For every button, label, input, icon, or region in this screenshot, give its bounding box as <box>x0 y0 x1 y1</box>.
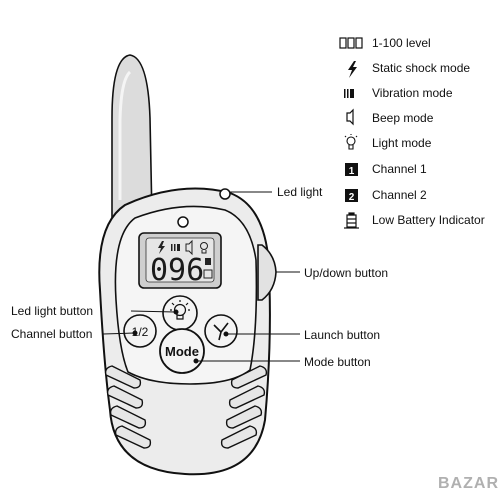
legend-label-vibration: Vibration mode <box>372 86 453 100</box>
channel-1-icon <box>345 163 358 176</box>
callout-led-light-button: Led light button <box>11 304 93 318</box>
callout-updown-button: Up/down button <box>304 266 388 280</box>
lcd-lightning-icon <box>158 241 165 254</box>
mode-button-label: Mode <box>165 344 199 359</box>
lightning-icon <box>348 61 357 78</box>
battery-icon <box>344 212 359 229</box>
beep-icon <box>346 108 354 126</box>
legend-label-battery: Low Battery Indicator <box>372 213 485 227</box>
legend-label-static: Static shock mode <box>372 61 470 75</box>
channel-2-badge: 2 <box>349 192 355 203</box>
callout-lines <box>102 191 300 364</box>
lcd-channel-indicator <box>205 258 211 265</box>
mode-button[interactable] <box>159 328 205 374</box>
grip-ridges-right <box>220 365 268 449</box>
legend-label-level: 1-100 level <box>372 36 431 50</box>
lcd-vibration-icon <box>171 244 180 251</box>
led-light <box>219 188 231 200</box>
watermark: BAZAR <box>438 475 499 492</box>
callout-channel-button: Channel button <box>11 327 92 341</box>
callout-led-light: Led light <box>277 185 323 199</box>
lcd-level-value: 096 <box>150 253 204 288</box>
callout-mode-button: Mode button <box>304 355 371 369</box>
grip-ridges-left <box>104 365 152 449</box>
lcd-beep-icon <box>185 239 193 256</box>
channel-button-label: 1/2 <box>132 325 149 339</box>
legend: 1 2 1-100 level Static shock mode Vibrat… <box>339 36 485 229</box>
level-digits-icon <box>339 37 363 49</box>
channel-button[interactable] <box>123 314 157 348</box>
legend-label-channel-1: Channel 1 <box>372 162 427 176</box>
antenna <box>111 54 153 219</box>
callout-launch-button: Launch button <box>304 328 380 342</box>
vibration-icon <box>344 89 354 98</box>
channel-2-icon <box>345 189 358 202</box>
legend-label-light: Light mode <box>372 136 432 150</box>
launch-icon <box>213 322 229 341</box>
updown-button[interactable] <box>257 244 277 301</box>
legend-label-channel-2: Channel 2 <box>372 188 427 202</box>
lcd-bulb-icon <box>200 242 208 254</box>
channel-1-badge: 1 <box>349 166 355 177</box>
bulb-icon <box>344 134 358 150</box>
lcd-battery-indicator <box>203 269 213 279</box>
legend-label-beep: Beep mode <box>372 111 434 125</box>
lanyard-hole <box>177 216 189 228</box>
